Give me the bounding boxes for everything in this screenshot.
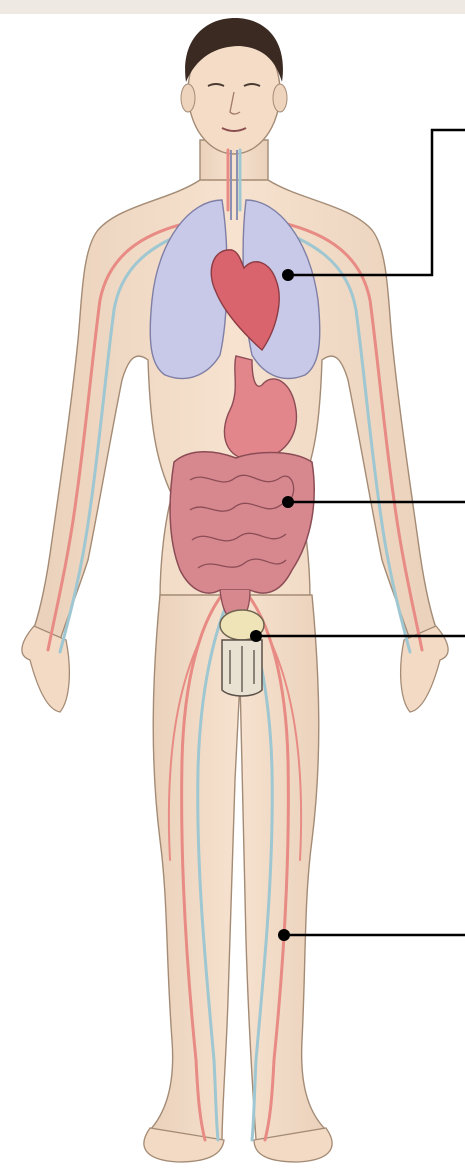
dot-lung: [282, 269, 294, 281]
dot-intestine: [282, 496, 294, 508]
left-ear: [181, 84, 195, 112]
dot-bladder: [250, 630, 262, 642]
bladder-region: [220, 610, 264, 696]
dot-leg: [278, 929, 290, 941]
head: [181, 18, 287, 154]
right-ear: [273, 84, 287, 112]
